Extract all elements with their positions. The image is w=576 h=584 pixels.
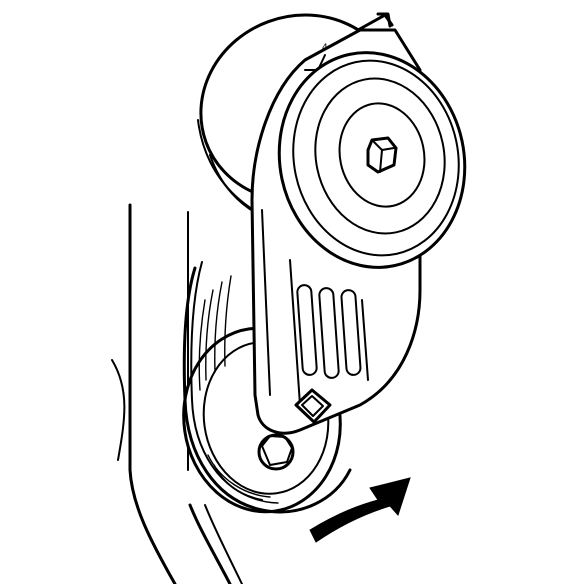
engine-bracket xyxy=(111,203,189,584)
mounting-bolt xyxy=(257,433,295,471)
top-stud xyxy=(376,12,392,28)
square-drive-socket xyxy=(294,388,332,424)
pulley-bolt xyxy=(366,136,398,174)
tensioner-mark: 4 xyxy=(322,43,328,53)
drive-belt xyxy=(182,261,352,584)
rotation-arrow xyxy=(309,477,411,543)
